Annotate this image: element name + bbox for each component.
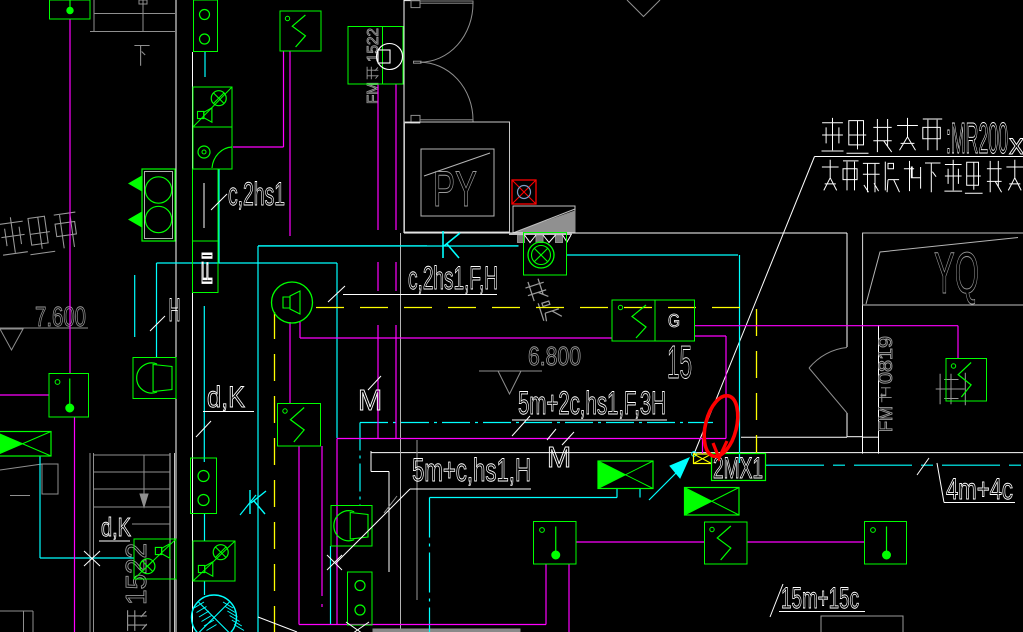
svg-text:c,2hs1: c,2hs1 [228, 176, 285, 212]
svg-text:M: M [358, 385, 382, 417]
svg-text:FM: FM [876, 406, 897, 432]
svg-text::MR200: :MR200 [946, 114, 1008, 163]
svg-text:15m+15c: 15m+15c [781, 582, 859, 615]
svg-text:7.600: 7.600 [35, 301, 86, 332]
svg-text:FI: FI [199, 250, 216, 286]
svg-text:G: G [668, 311, 680, 331]
svg-text:x: x [1009, 128, 1023, 161]
svg-text:M: M [547, 442, 571, 474]
svg-text:d,K: d,K [207, 381, 245, 414]
svg-text:H: H [169, 292, 181, 328]
svg-text:5m+c,hs1,H: 5m+c,hs1,H [412, 452, 531, 488]
svg-text:1522: 1522 [365, 28, 382, 62]
svg-text:6.800: 6.800 [528, 341, 581, 371]
svg-text:d,K: d,K [101, 512, 132, 542]
svg-text:YQ: YQ [934, 241, 979, 306]
svg-text:FM: FM [365, 82, 382, 104]
svg-text:15: 15 [667, 336, 692, 388]
svg-text:0819: 0819 [876, 336, 897, 384]
svg-text:4m+4c: 4m+4c [946, 473, 1013, 506]
svg-text:5m+2c,hs1,F,3H: 5m+2c,hs1,F,3H [518, 385, 666, 421]
svg-text:c,2hs1,F,H: c,2hs1,F,H [408, 260, 498, 296]
svg-text:PY: PY [433, 161, 477, 217]
